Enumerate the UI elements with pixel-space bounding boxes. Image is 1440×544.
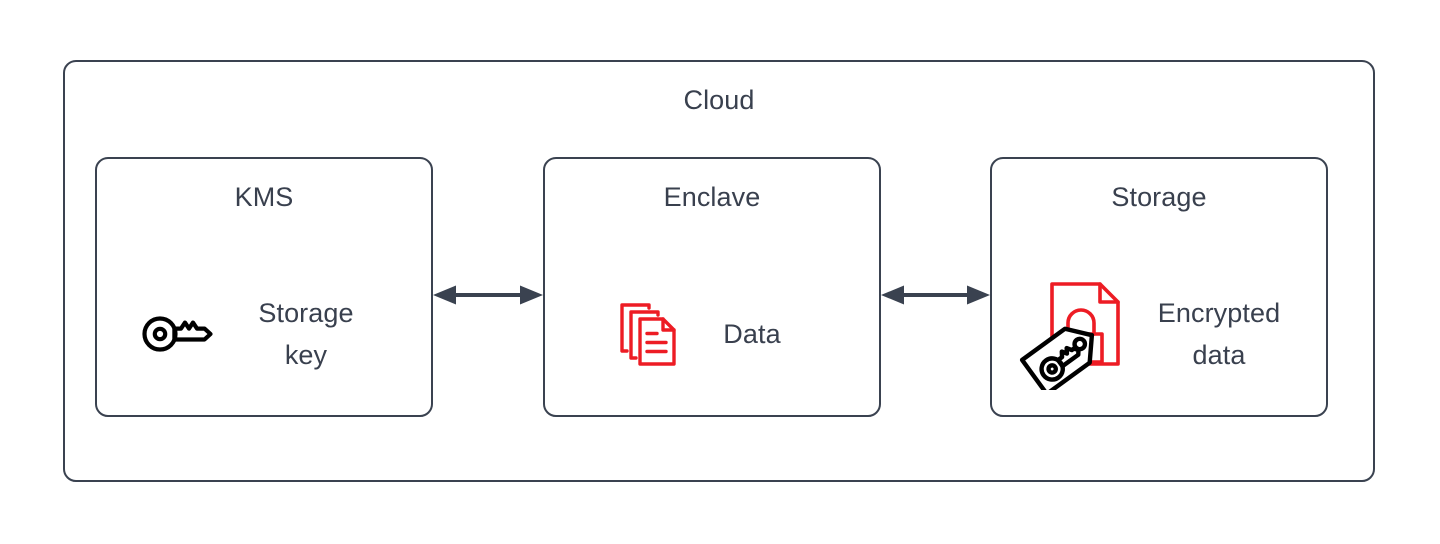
- connector-kms-enclave: [431, 280, 545, 310]
- key-tag-icon: [1019, 326, 1094, 390]
- node-enclave-title: Enclave: [663, 182, 761, 212]
- node-storage-title: Storage: [1111, 182, 1207, 212]
- node-enclave-label: Data: [723, 319, 781, 349]
- node-storage-label: Encrypted data: [1157, 298, 1281, 370]
- connector-enclave-storage: [879, 280, 992, 310]
- documents-stack-icon: [619, 302, 681, 366]
- node-kms-title: KMS: [234, 182, 294, 212]
- double-arrow-icon: [433, 285, 543, 305]
- node-kms-content: Storage key: [97, 251, 431, 417]
- double-arrow-icon: [881, 285, 990, 305]
- node-enclave[interactable]: Enclave: [543, 157, 881, 417]
- node-storage[interactable]: Storage: [990, 157, 1328, 417]
- node-kms-label: Storage key: [258, 298, 354, 370]
- key-icon: [140, 311, 214, 357]
- locked-document-with-key-tag-icon: [1018, 278, 1136, 390]
- node-storage-content: Encrypted data: [992, 251, 1326, 417]
- node-kms[interactable]: KMS Storage key: [95, 157, 433, 417]
- cloud-title: Cloud: [683, 85, 755, 115]
- node-enclave-content: Data: [545, 251, 879, 417]
